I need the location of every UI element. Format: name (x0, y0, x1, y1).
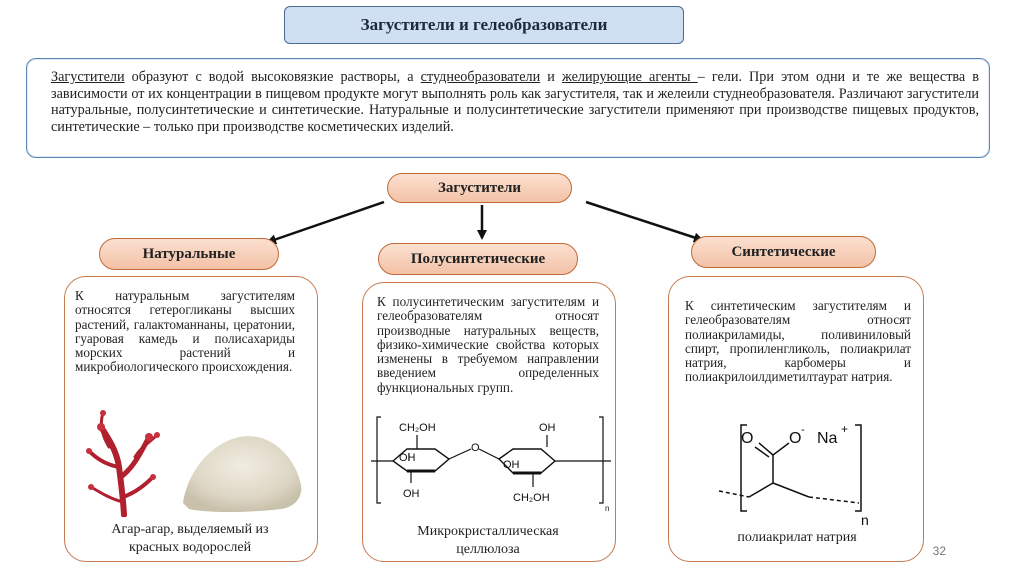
formula-subscript-n: n (605, 504, 609, 513)
intro-part: образуют с водой высоковязкие растворы, … (124, 69, 421, 85)
natural-description: К натуральным загустителям относятся гет… (75, 288, 295, 375)
natural-caption-line2: красных водорослей (128, 540, 252, 555)
formula-oh-4: OH (503, 459, 520, 471)
semisynthetic-caption-line1: Микрокристаллическая (417, 524, 559, 539)
natural-pill: Натуральные (99, 238, 279, 270)
natural-card: К натуральным загустителям относятся гет… (64, 276, 318, 562)
formula-o-bridge: O (471, 442, 480, 454)
page-number: 32 (932, 544, 946, 558)
formula-oh-3: OH (539, 422, 556, 434)
formula-o: O (741, 430, 753, 447)
formula-ch2oh-bottom: CH₂OH (513, 492, 550, 504)
formula-plus: + (841, 422, 848, 436)
synthetic-caption: полиакрилат натрия (737, 530, 857, 545)
formula-o-minus: O (789, 430, 801, 447)
red-algae-image (86, 410, 160, 517)
polyacrylate-formula: O O - Na + n (718, 422, 869, 528)
synthetic-pill: Синтетические (691, 236, 876, 268)
page-title: Загустители и гелеобразователи (284, 6, 684, 44)
synthetic-description: К синтетическим загустителям и гелеобраз… (685, 298, 911, 385)
semisynthetic-card: К полусинтетическим загустителям и гелео… (362, 282, 616, 562)
natural-caption-line1: Агар-агар, выделяемый из (111, 522, 269, 537)
term-gelling: студнеобразователи (420, 69, 541, 85)
intro-text-box: Загустители образуют с водой высоковязки… (26, 58, 990, 158)
term-jellying: желирующие агенты (561, 69, 698, 85)
formula-oh-1: OH (399, 452, 416, 464)
synthetic-card: К синтетическим загустителям и гелеобраз… (668, 276, 924, 562)
thickeners-pill: Загустители (387, 173, 572, 203)
formula-na: Na (817, 430, 838, 447)
formula-ch2oh-top: CH₂OH (399, 422, 436, 434)
arrow-to-synthetic (585, 200, 704, 243)
arrow-to-natural (266, 200, 385, 245)
intro-part: и (540, 69, 562, 85)
agar-powder-image (183, 436, 302, 512)
cellulose-formula: CH₂OH OH OH O OH OH CH₂OH n (371, 416, 611, 513)
semisynthetic-description: К полусинтетическим загустителям и гелео… (377, 294, 599, 395)
intro-part: – гели. При этом одни и те же вещества в… (51, 69, 979, 135)
formula-minus: - (801, 424, 805, 436)
formula-oh-2: OH (403, 488, 420, 500)
semisynthetic-pill: Полусинтетические (378, 243, 578, 275)
formula-subscript-n: n (861, 512, 869, 528)
semisynthetic-caption-line2: целлюлоза (456, 542, 520, 557)
term-thickeners: Загустители (51, 69, 125, 85)
